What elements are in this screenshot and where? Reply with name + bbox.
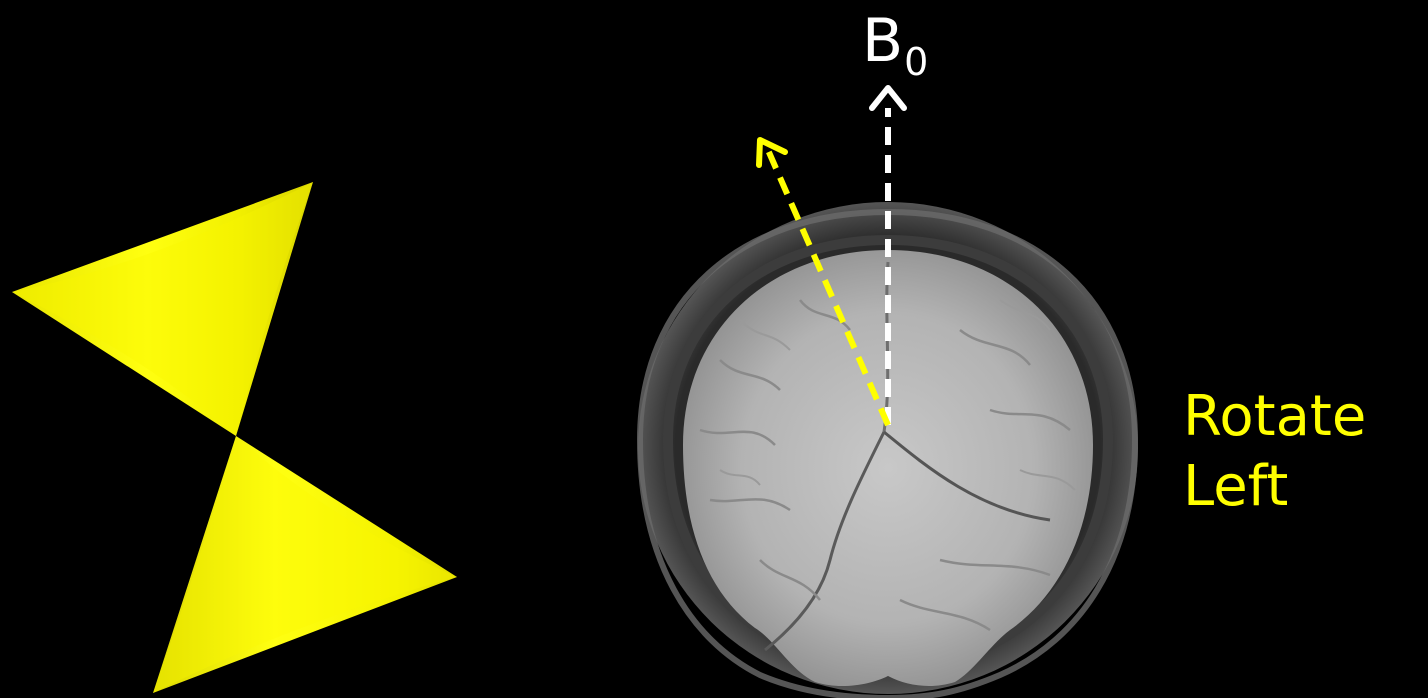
double-cone-icon: [12, 182, 457, 693]
field-label-subscript: 0: [904, 40, 928, 84]
field-label-main: B: [862, 6, 903, 76]
instruction-line-1: Rotate: [1183, 382, 1366, 452]
rotation-instruction: Rotate Left: [1183, 382, 1366, 522]
field-label: B0: [862, 6, 928, 83]
instruction-line-2: Left: [1183, 452, 1366, 522]
